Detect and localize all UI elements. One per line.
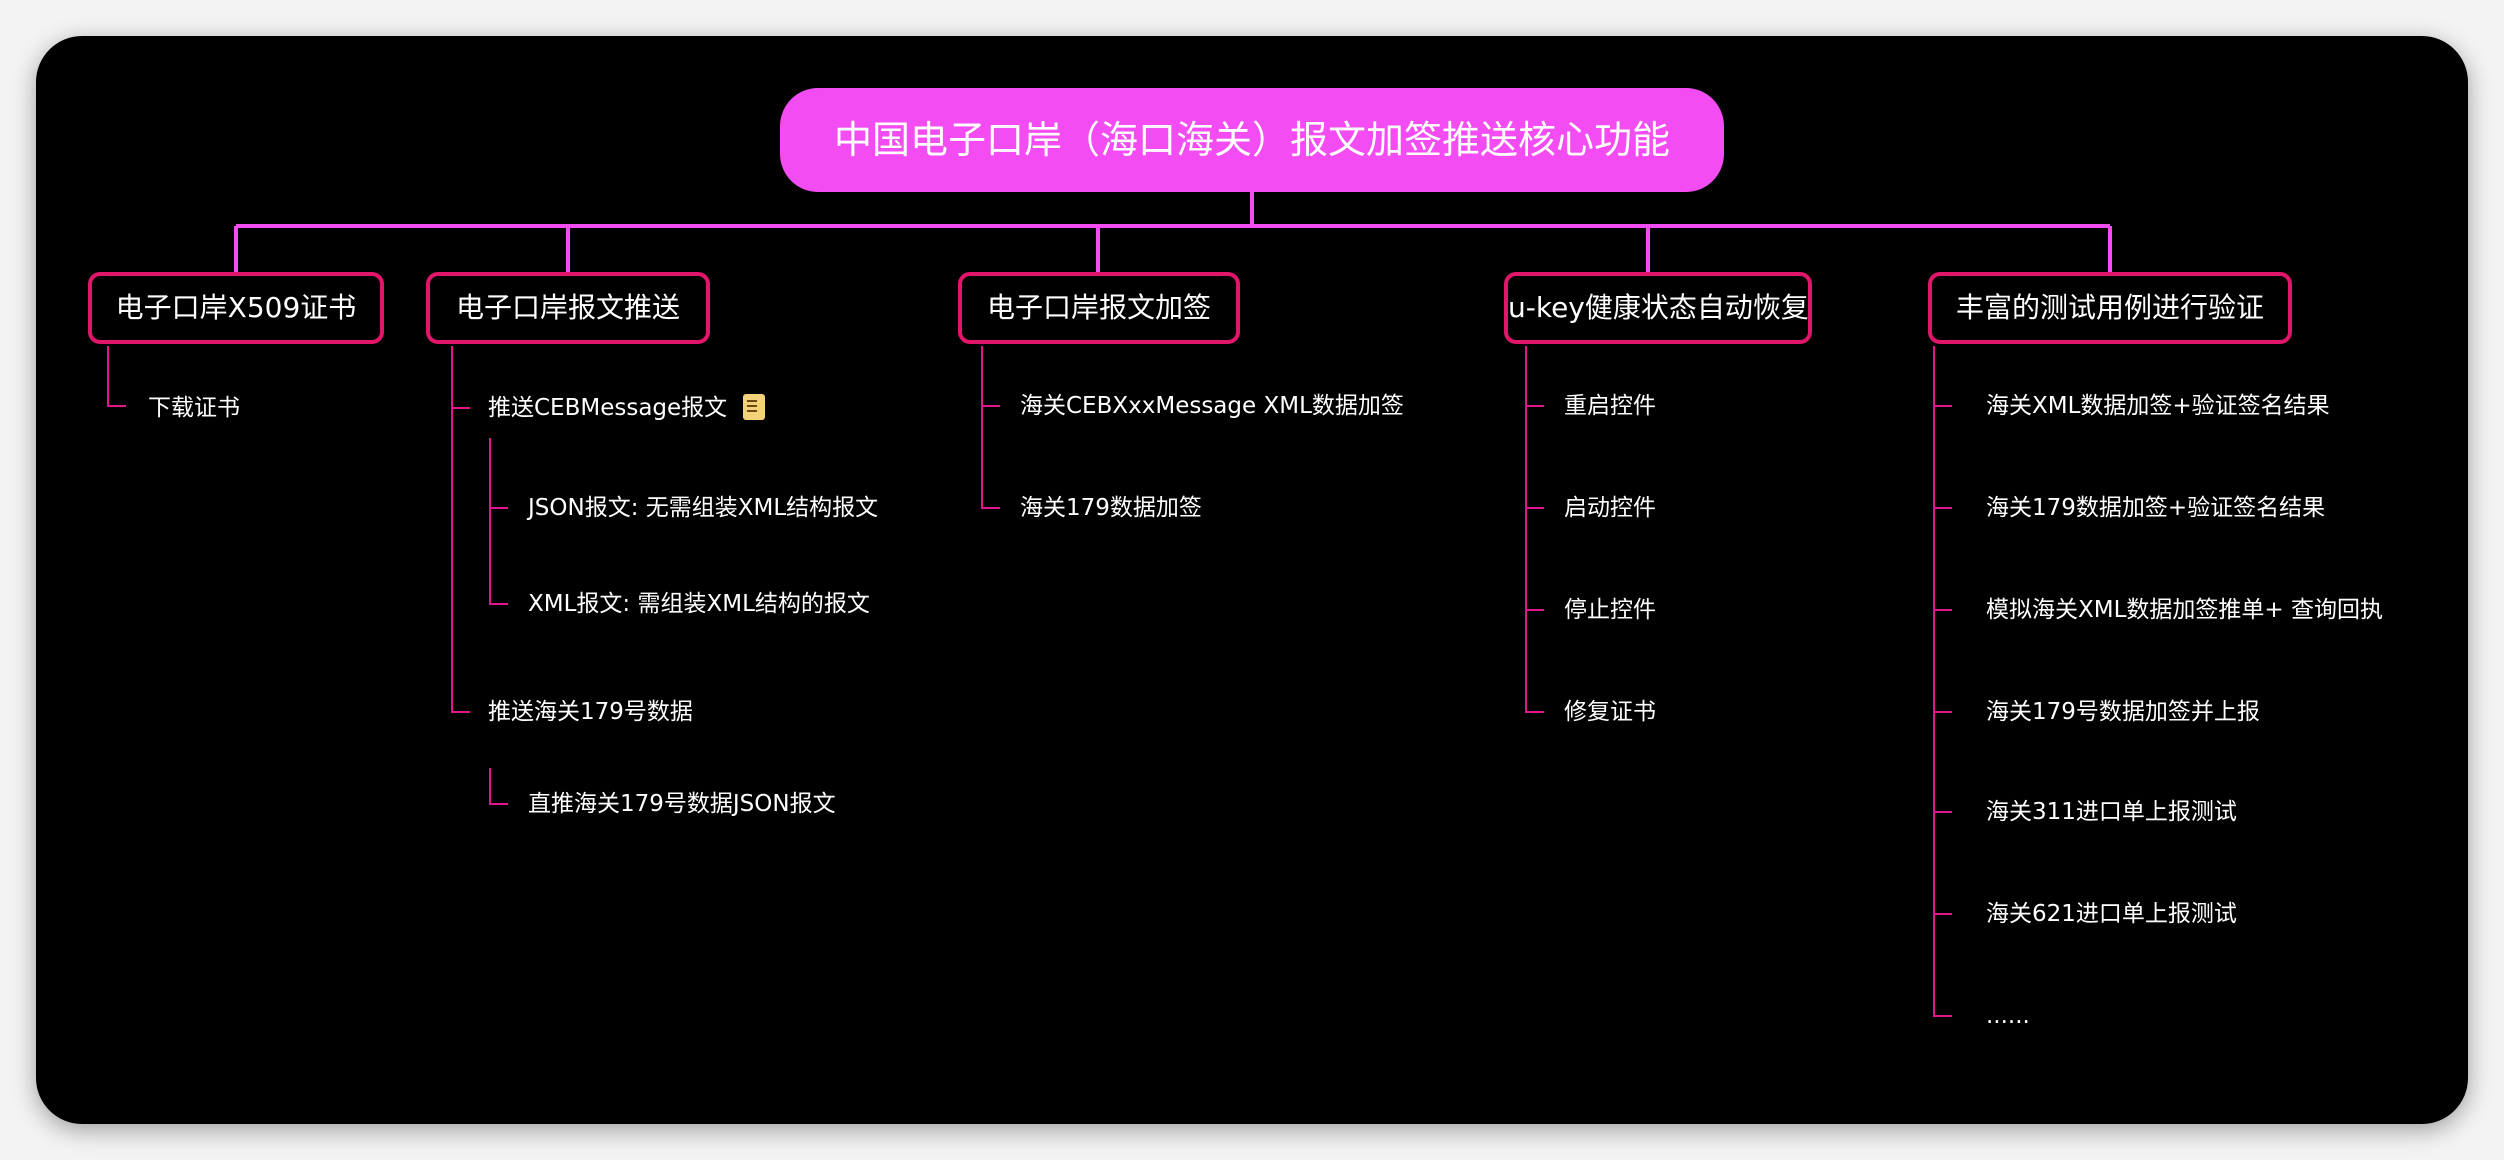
- leaf-xml-sign-verify[interactable]: 海关XML数据加签+验证签名结果: [1986, 393, 2330, 419]
- note-icon[interactable]: [743, 393, 766, 420]
- leaf-download-certificate[interactable]: 下载证书: [148, 395, 240, 421]
- leaf-label: 推送CEBMessage报文: [488, 395, 728, 421]
- leaf-direct-179-json[interactable]: 直推海关179号数据JSON报文: [528, 791, 836, 817]
- leaf-311-import-test[interactable]: 海关311进口单上报测试: [1986, 799, 2237, 825]
- leaf-179-sign-report[interactable]: 海关179号数据加签并上报: [1986, 699, 2260, 725]
- branch-message-signing[interactable]: 电子口岸报文加签: [958, 272, 1240, 344]
- root-node[interactable]: 中国电子口岸（海口海关）报文加签推送核心功能: [780, 88, 1724, 192]
- leaf-179-signing[interactable]: 海关179数据加签: [1020, 495, 1202, 521]
- leaf-xml-message[interactable]: XML报文: 需组装XML结构的报文: [528, 591, 870, 617]
- leaf-push-179-data[interactable]: 推送海关179号数据: [488, 699, 693, 725]
- root-connectors: [234, 192, 2112, 272]
- leaf-connectors: [107, 346, 1952, 1017]
- branch-message-push[interactable]: 电子口岸报文推送: [426, 272, 710, 344]
- leaf-more-ellipsis[interactable]: ......: [1986, 1003, 2030, 1029]
- mind-map-canvas: 中国电子口岸（海口海关）报文加签推送核心功能 电子口岸X509证书 电子口岸报文…: [36, 36, 2468, 1124]
- branch-ukey-health[interactable]: u-key健康状态自动恢复: [1504, 272, 1812, 344]
- leaf-179-sign-verify[interactable]: 海关179数据加签+验证签名结果: [1986, 495, 2326, 521]
- leaf-push-ceb-message[interactable]: 推送CEBMessage报文: [488, 392, 766, 424]
- branch-x509-certificate[interactable]: 电子口岸X509证书: [88, 272, 384, 344]
- branch-test-cases[interactable]: 丰富的测试用例进行验证: [1928, 272, 2292, 344]
- leaf-start-control[interactable]: 启动控件: [1564, 495, 1656, 521]
- leaf-restart-control[interactable]: 重启控件: [1564, 393, 1656, 419]
- leaf-json-message[interactable]: JSON报文: 无需组装XML结构报文: [528, 495, 879, 521]
- leaf-ceb-xml-signing[interactable]: 海关CEBXxxMessage XML数据加签: [1020, 393, 1404, 419]
- leaf-repair-certificate[interactable]: 修复证书: [1564, 699, 1656, 725]
- leaf-621-import-test[interactable]: 海关621进口单上报测试: [1986, 901, 2237, 927]
- leaf-stop-control[interactable]: 停止控件: [1564, 597, 1656, 623]
- connector-lines: [107, 192, 2112, 1017]
- leaf-simulate-push-query[interactable]: 模拟海关XML数据加签推单+ 查询回执: [1986, 597, 2383, 623]
